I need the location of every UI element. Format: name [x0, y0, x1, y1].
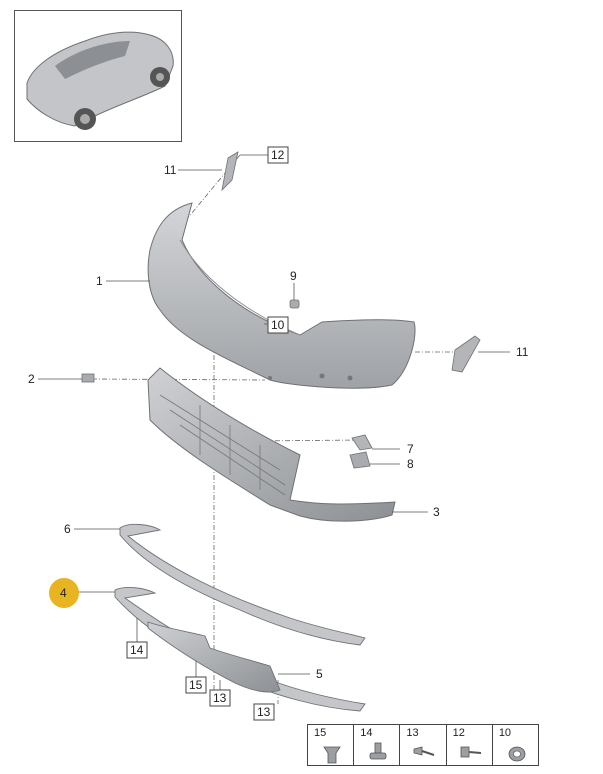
legend-number: 14 [360, 727, 373, 739]
assembly-lines [91, 154, 462, 704]
callout-labels: 11 1 9 2 11 7 8 3 6 4 5 [28, 163, 529, 681]
boxed-callouts: 12 10 14 15 13 13 [126, 146, 289, 721]
fastener-legend: 15 14 13 12 10 [307, 724, 539, 766]
callout-15: 15 [189, 678, 203, 692]
callout-4: 4 [60, 586, 67, 600]
part-diffuser [147, 621, 281, 693]
part-bumper-carrier [147, 367, 396, 522]
callout-9: 9 [290, 269, 297, 283]
legend-cell: 15 [308, 725, 355, 765]
callout-6: 6 [64, 522, 71, 536]
callout-8: 8 [407, 457, 414, 471]
callout-13-left: 13 [213, 691, 227, 705]
part-bumper-cover [147, 202, 416, 389]
callout-11-top: 11 [164, 163, 177, 177]
callout-2: 2 [28, 372, 35, 386]
legend-number: 13 [406, 727, 419, 739]
leader-lines [38, 154, 510, 690]
screw-icon [414, 746, 435, 756]
vehicle-thumbnail [14, 10, 182, 142]
callout-14: 14 [130, 643, 144, 657]
clip-icon [323, 746, 341, 764]
legend-number: 12 [452, 727, 465, 739]
part-bracket-right [451, 335, 481, 373]
legend-cell: 10 [493, 725, 538, 765]
part-holder [349, 451, 371, 469]
callout-11-right: 11 [516, 345, 529, 359]
rivet-icon [369, 742, 387, 760]
part-sensor [289, 299, 300, 309]
legend-cell: 12 [447, 725, 493, 765]
part-bracket-upper [221, 151, 239, 192]
legend-number: 10 [498, 727, 512, 739]
part-bracket-small [351, 434, 373, 451]
legend-cell: 14 [354, 725, 401, 765]
callout-4-highlight [49, 578, 79, 608]
callout-13-right: 13 [257, 705, 271, 719]
callout-10: 10 [271, 318, 285, 332]
bolt-icon [460, 746, 481, 758]
callout-3: 3 [433, 505, 440, 519]
legend-number: 15 [314, 727, 327, 739]
callout-1: 1 [96, 274, 103, 288]
vehicle-icon [26, 31, 174, 130]
legend-cell: 13 [400, 725, 447, 765]
callout-5: 5 [316, 667, 323, 681]
callout-7: 7 [407, 442, 414, 456]
callout-12: 12 [271, 148, 285, 162]
grommet-icon [508, 746, 526, 762]
part-trim-strip-upper [119, 523, 366, 646]
part-cap [81, 373, 95, 383]
